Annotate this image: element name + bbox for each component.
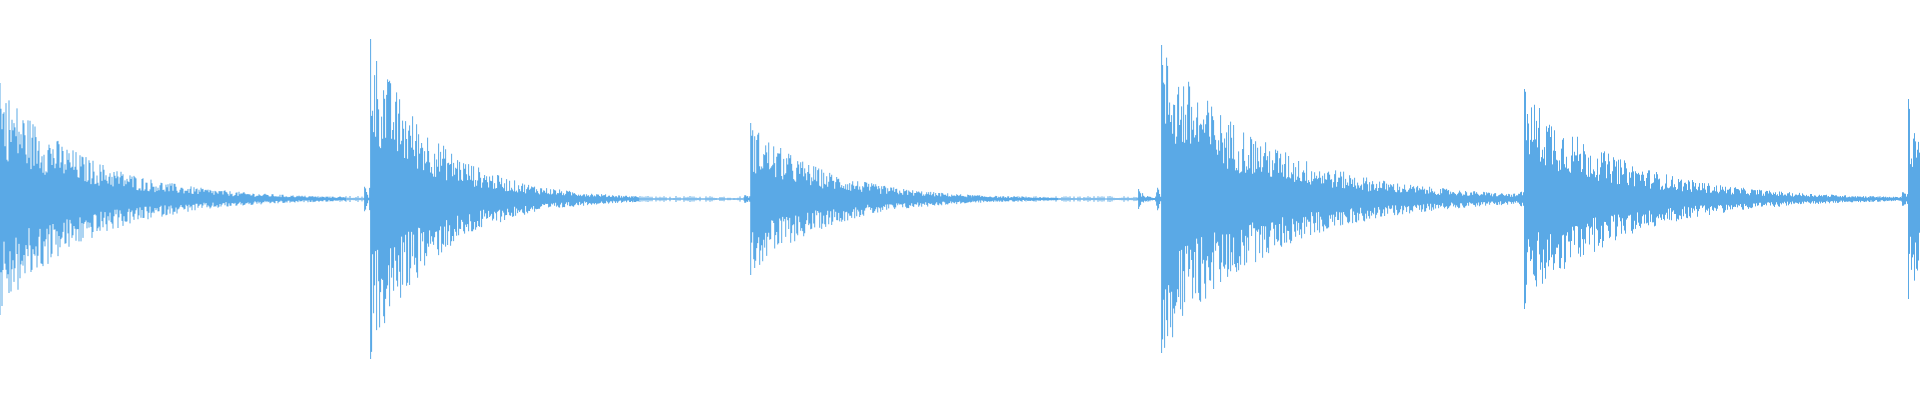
waveform-transient-1 <box>364 39 640 359</box>
waveform-transient-2 <box>744 123 1059 275</box>
waveform-transient-6 <box>1902 99 1920 299</box>
waveform-transient-5 <box>1518 89 1909 309</box>
waveform-transient-0 <box>0 83 346 315</box>
